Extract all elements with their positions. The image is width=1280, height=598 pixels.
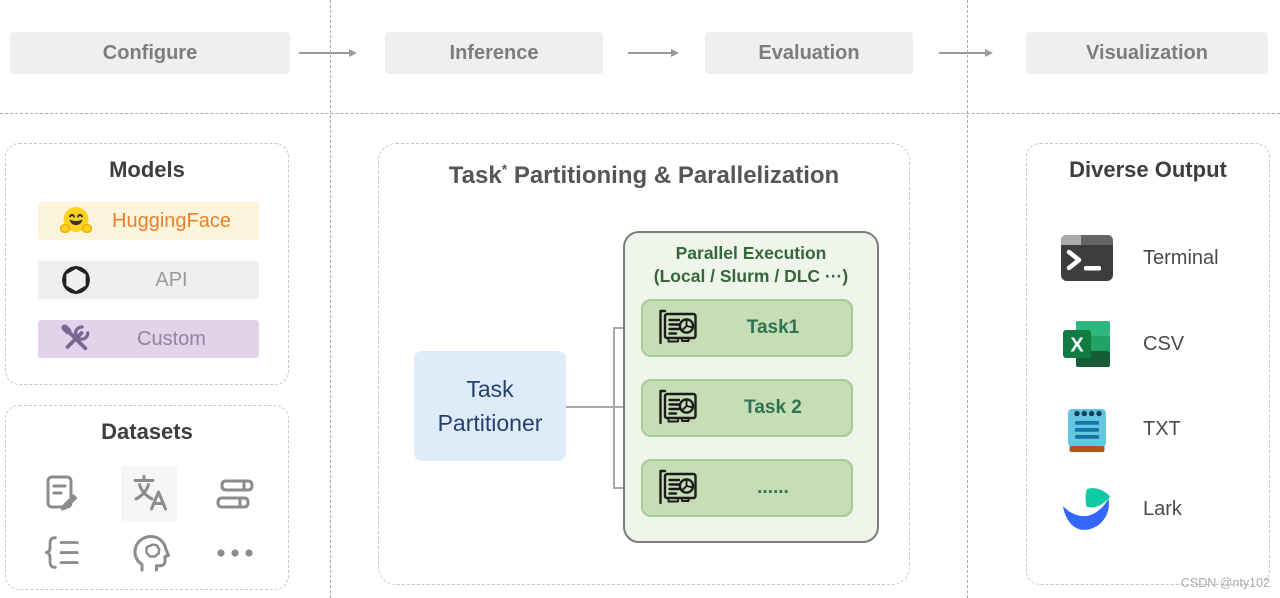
stage-evaluation-label: Evaluation	[758, 41, 860, 64]
gpu-icon	[655, 468, 701, 508]
brace-list-icon	[34, 525, 90, 581]
partitioning-title: Task* Partitioning & Parallelization	[379, 161, 909, 190]
parallel-title-line1: Parallel Execution	[675, 243, 827, 263]
flow-arrow-1	[299, 48, 357, 57]
branch-trunk-line	[613, 327, 615, 489]
more-icon	[207, 525, 263, 581]
task1-label: Task1	[746, 317, 800, 338]
stage-evaluation: Evaluation	[705, 32, 913, 74]
output-item-csv: X CSV	[1057, 318, 1184, 370]
column-divider-left	[330, 0, 331, 598]
gpu-icon	[655, 308, 701, 348]
task-partitioner-line1: Task	[466, 376, 514, 402]
lark-icon	[1057, 483, 1117, 535]
books-icon	[207, 466, 263, 522]
output-txt-label: TXT	[1143, 417, 1181, 440]
psychology-icon	[121, 525, 177, 581]
header-divider	[0, 113, 1280, 114]
huggingface-icon	[60, 205, 92, 237]
gpu-icon	[655, 388, 701, 428]
task-more-label: ......	[757, 477, 789, 498]
arrow-head-icon	[671, 48, 679, 57]
output-item-lark: Lark	[1057, 483, 1182, 535]
flow-arrow-3	[939, 48, 993, 57]
output-terminal-label: Terminal	[1143, 246, 1219, 269]
models-panel: Models HuggingFace	[5, 143, 289, 385]
partitioner-out-line	[566, 406, 613, 408]
partitioning-title-asterisk: *	[501, 161, 508, 177]
task-box-1: Task1	[641, 299, 853, 357]
output-title: Diverse Output	[1069, 157, 1227, 182]
output-csv-label: CSV	[1143, 332, 1185, 355]
openai-icon	[60, 264, 92, 296]
output-item-terminal: Terminal	[1057, 232, 1219, 284]
arrow-head-icon	[985, 48, 993, 57]
partitioning-title-task: Task	[448, 162, 502, 189]
terminal-icon	[1057, 232, 1117, 284]
model-item-custom: Custom	[38, 320, 259, 358]
column-divider-right	[967, 0, 968, 598]
parallel-execution-box: Parallel Execution (Local / Slurm / DLC …	[623, 231, 879, 543]
model-huggingface-label: HuggingFace	[112, 209, 231, 232]
document-edit-icon	[34, 466, 90, 522]
output-lark-label: Lark	[1143, 497, 1182, 520]
stage-inference-label: Inference	[449, 41, 539, 64]
excel-icon: X	[1057, 318, 1117, 370]
task-partitioner-line2: Partitioner	[437, 410, 543, 436]
datasets-title: Datasets	[101, 419, 193, 444]
partitioning-panel: Task* Partitioning & Parallelization Tas…	[378, 143, 910, 585]
model-api-label: API	[155, 268, 188, 291]
task-box-more: ......	[641, 459, 853, 517]
task2-label: Task 2	[744, 397, 802, 418]
stage-visualization-label: Visualization	[1086, 41, 1208, 64]
output-item-txt: TXT	[1057, 403, 1181, 455]
arrow-head-icon	[349, 48, 357, 57]
stage-inference: Inference	[385, 32, 603, 74]
datasets-panel: Datasets	[5, 405, 289, 590]
stage-configure: Configure	[10, 32, 290, 74]
flow-arrow-2	[628, 48, 679, 57]
notepad-icon	[1057, 403, 1117, 455]
parallel-execution-title: Parallel Execution (Local / Slurm / DLC …	[625, 242, 877, 288]
model-item-huggingface: HuggingFace	[38, 202, 259, 240]
translate-icon	[121, 466, 177, 522]
stage-visualization: Visualization	[1026, 32, 1268, 74]
output-panel: Diverse Output Terminal	[1026, 143, 1270, 585]
task-box-2: Task 2	[641, 379, 853, 437]
watermark: CSDN @nty102	[1180, 576, 1270, 590]
svg-text:X: X	[1070, 335, 1084, 357]
model-item-api: API	[38, 261, 259, 299]
tools-icon	[60, 323, 92, 355]
partitioning-title-rest: Partitioning & Parallelization	[507, 162, 840, 189]
task-partitioner-box: Task Partitioner	[414, 351, 566, 461]
stage-configure-label: Configure	[102, 41, 198, 64]
model-custom-label: Custom	[137, 327, 206, 350]
models-title: Models	[109, 157, 185, 182]
parallel-title-line2: (Local / Slurm / DLC ···)	[653, 266, 849, 286]
